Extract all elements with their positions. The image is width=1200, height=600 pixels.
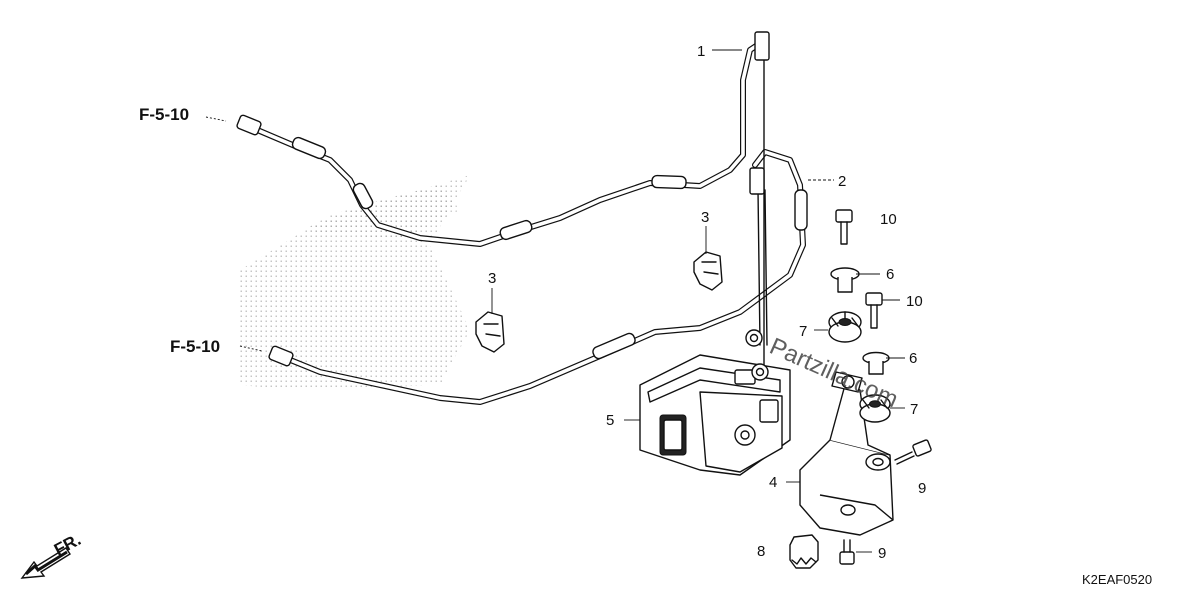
- brake-pipe-2[interactable]: [280, 149, 806, 405]
- callout-2[interactable]: 2: [838, 173, 846, 190]
- pipe-sleeves: [291, 136, 808, 360]
- callout-7-lower[interactable]: 7: [910, 401, 918, 418]
- bolt-9-lower[interactable]: [839, 539, 855, 565]
- ref-label-upper: F-5-10: [139, 105, 189, 124]
- collar-6-lower[interactable]: [862, 351, 890, 375]
- callout-1[interactable]: 1: [697, 43, 705, 60]
- callout-9-upper[interactable]: 9: [918, 480, 926, 497]
- sealing-washer: [745, 329, 769, 381]
- center-pipe: [757, 59, 768, 371]
- drawing-code: K2EAF0520: [1082, 572, 1152, 587]
- pipe-fittings: [236, 31, 770, 367]
- mounting-bracket[interactable]: [799, 371, 894, 536]
- collar-6-upper[interactable]: [830, 267, 860, 293]
- callout-10-lower[interactable]: 10: [906, 293, 923, 310]
- rubber-mount[interactable]: [789, 534, 819, 569]
- callout-3-upper[interactable]: 3: [701, 209, 709, 226]
- front-direction-arrow-icon: [20, 547, 71, 579]
- callout-9-lower[interactable]: 9: [878, 545, 886, 562]
- callout-8[interactable]: 8: [757, 543, 765, 560]
- leader-lines: [205, 49, 905, 553]
- abs-modulator[interactable]: [639, 354, 791, 476]
- grommet-7-lower[interactable]: [859, 394, 891, 423]
- bolt-10-upper[interactable]: [835, 209, 853, 245]
- grommet-7-upper[interactable]: [828, 311, 862, 343]
- pipe-clamp-upper[interactable]: [693, 251, 723, 291]
- callout-3-lower[interactable]: 3: [488, 270, 496, 287]
- callout-10-upper[interactable]: 10: [880, 211, 897, 228]
- callout-4[interactable]: 4: [769, 474, 777, 491]
- callout-6-lower[interactable]: 6: [909, 350, 917, 367]
- callout-5[interactable]: 5: [606, 412, 614, 429]
- bolt-9-upper[interactable]: [894, 439, 932, 465]
- ref-label-lower: F-5-10: [170, 337, 220, 356]
- bolt-10-lower[interactable]: [865, 292, 883, 329]
- callout-7-upper[interactable]: 7: [799, 323, 807, 340]
- frame-silhouette: [238, 175, 470, 390]
- brake-pipe-1[interactable]: [245, 39, 765, 247]
- pipe-clamp-lower[interactable]: [475, 311, 505, 353]
- callout-6-upper[interactable]: 6: [886, 266, 894, 283]
